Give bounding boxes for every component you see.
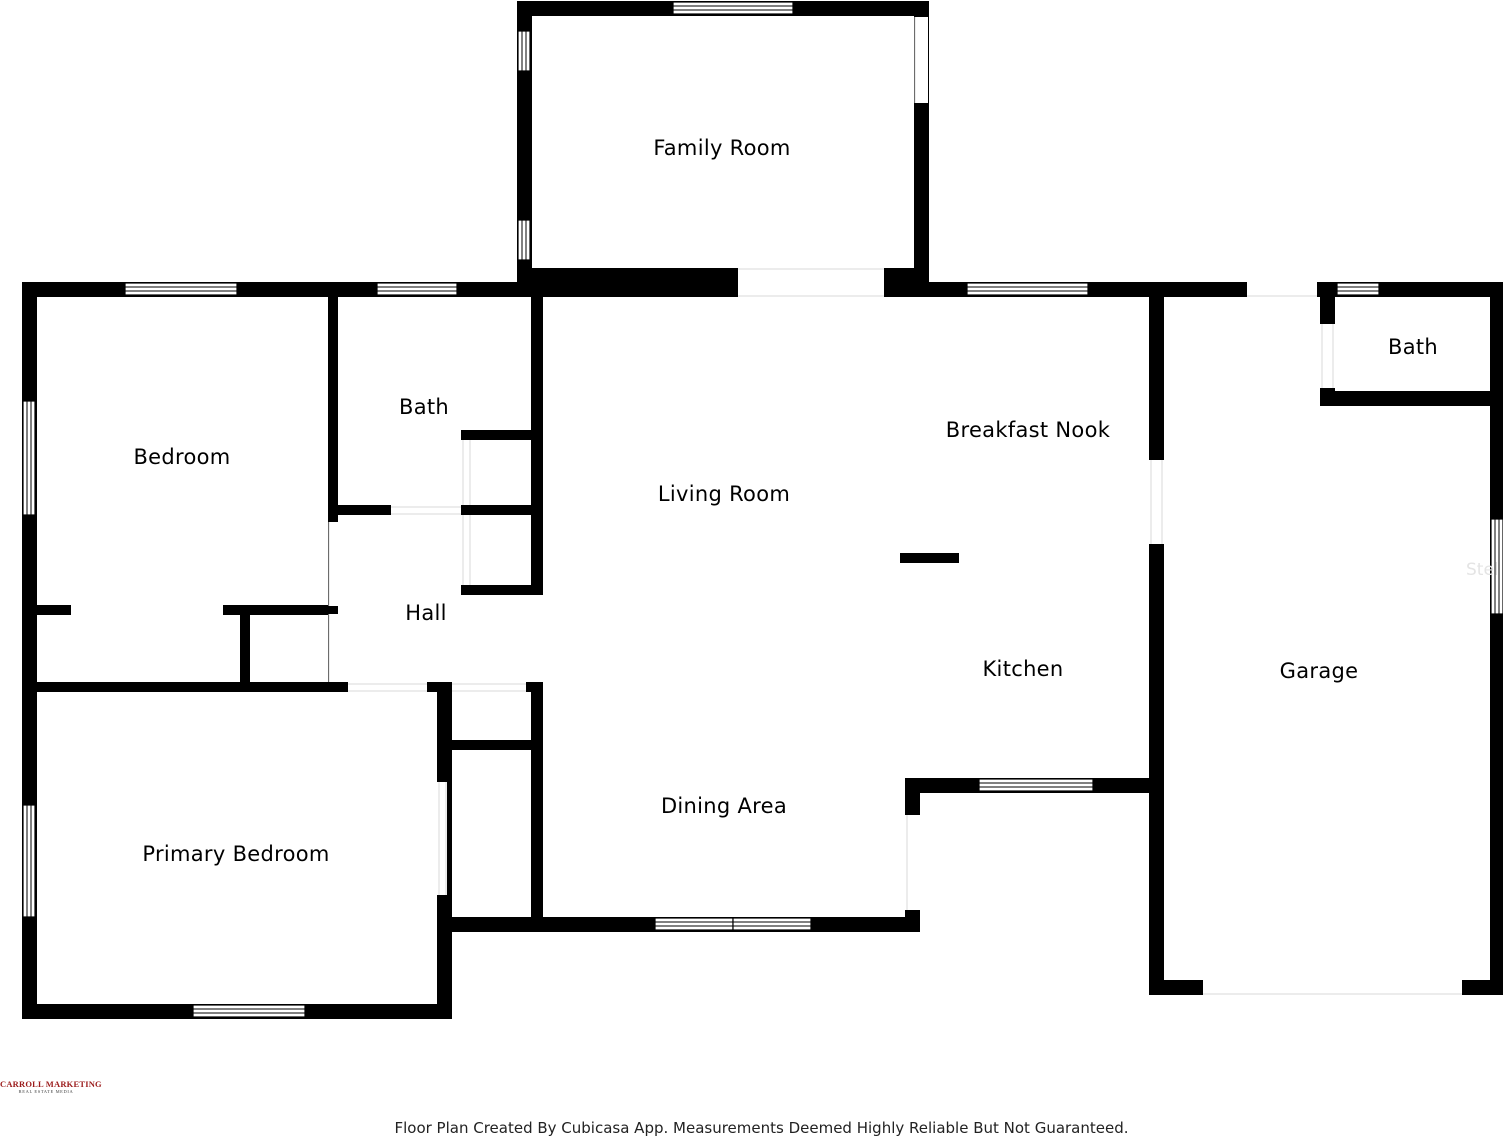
window <box>22 804 36 918</box>
window <box>124 282 238 296</box>
room-labels: Family Room Bedroom Bath Living Room Bre… <box>133 136 1438 866</box>
label-garage: Garage <box>1280 659 1359 683</box>
watermark-text: Stel <box>1466 560 1499 580</box>
label-family-room: Family Room <box>653 136 790 160</box>
window <box>1336 282 1380 296</box>
label-bath-2: Bath <box>1388 335 1438 359</box>
carroll-marketing-logo: CARROLL MARKETING REAL ESTATE MEDIA <box>0 1079 102 1094</box>
window <box>1490 518 1503 615</box>
window <box>732 917 812 931</box>
logo-brand: CARROLL MARKETING <box>0 1079 102 1089</box>
label-primary-bedroom: Primary Bedroom <box>142 842 329 866</box>
window <box>654 917 734 931</box>
windows <box>22 1 1503 1018</box>
window <box>517 219 531 261</box>
label-hall: Hall <box>405 601 447 625</box>
label-kitchen: Kitchen <box>982 657 1063 681</box>
label-living-room: Living Room <box>658 482 790 506</box>
logo-tagline: REAL ESTATE MEDIA <box>18 1089 74 1094</box>
window <box>22 400 36 516</box>
window <box>192 1004 306 1018</box>
window <box>966 282 1089 296</box>
label-breakfast-nook: Breakfast Nook <box>946 418 1111 442</box>
label-bedroom: Bedroom <box>133 445 230 469</box>
label-bath-1: Bath <box>399 395 449 419</box>
openings <box>328 17 1462 995</box>
label-dining-area: Dining Area <box>661 794 787 818</box>
window <box>376 282 458 296</box>
footer-disclaimer: Floor Plan Created By Cubicasa App. Meas… <box>394 1119 1129 1137</box>
window <box>978 778 1094 792</box>
window <box>672 1 794 15</box>
window <box>517 30 531 72</box>
